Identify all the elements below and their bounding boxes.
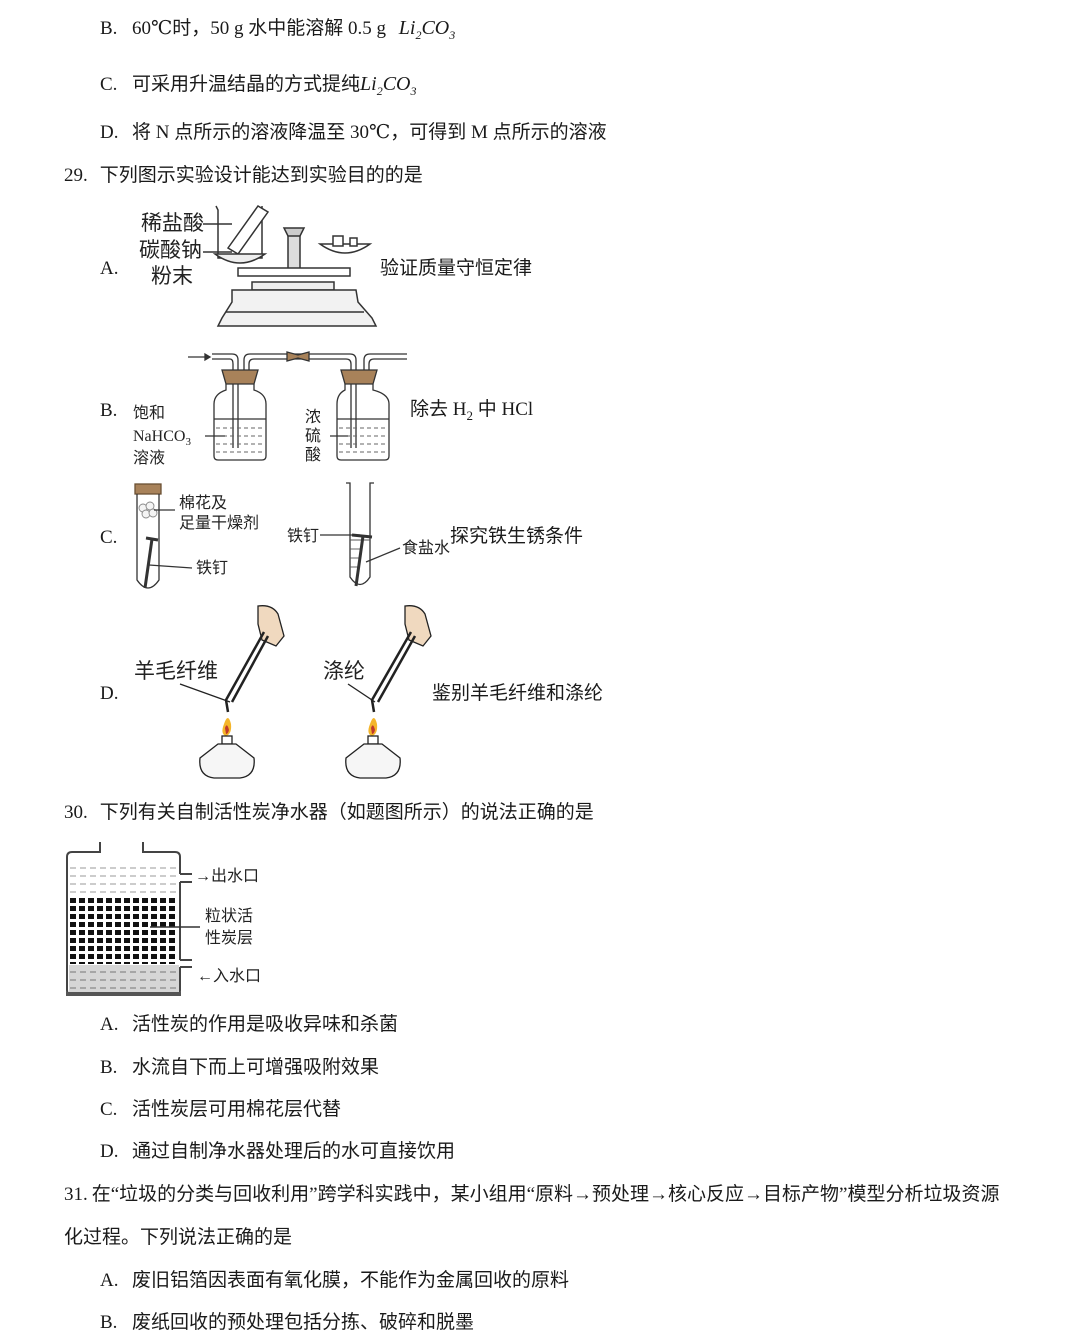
q29-option-c-letter: C. (100, 527, 118, 548)
label-sulfuric: 硫 (305, 428, 322, 445)
q30-option-d: D.通过自制净水器处理后的水可直接饮用 (100, 1141, 456, 1162)
question-text: 下列有关自制活性炭净水器（如题图所示）的说法正确的是 (99, 802, 594, 823)
formula-li2co3: Li2CO3 (360, 73, 417, 98)
q29-option-b-letter: B. (100, 400, 118, 421)
label-solution: 溶液 (133, 450, 166, 467)
q29-option-d-letter: D. (100, 683, 119, 704)
label-carbon-layer: 性炭层 (205, 930, 254, 947)
label-powder: 粉末 (151, 264, 193, 288)
label-wool-fiber: 羊毛纤维 (134, 659, 218, 683)
q31-option-a: A.废旧铝箔因表面有氧化膜，不能作为金属回收的原料 (100, 1270, 570, 1291)
label-acid: 酸 (305, 447, 322, 464)
label-dilute-hcl: 稀盐酸 (141, 211, 204, 235)
q28-option-d: D. 将 N 点所示的溶液降温至 30℃，可得到 M 点所示的溶液 (100, 122, 607, 144)
label-desiccant: 足量干燥剂 (179, 515, 260, 532)
option-letter: D. (100, 122, 119, 143)
label-polyester: 涤纶 (323, 659, 365, 683)
q28-option-b: B. 60℃时，50 g 水中能溶解 0.5 g Li2CO3 (100, 17, 455, 46)
option-text: 将 N 点所示的溶液降温至 30℃，可得到 M 点所示的溶液 (132, 122, 607, 143)
label-cotton: 棉花及 (179, 495, 228, 512)
option-text: 60℃时，50 g 水中能溶解 0.5 g (132, 18, 387, 39)
q28-option-c: C. 可采用升温结晶的方式提纯Li2CO3 (100, 73, 417, 102)
q29-option-c-purpose: 探究铁生锈条件 (450, 526, 584, 547)
label-conc: 浓 (305, 409, 322, 426)
option-letter: C. (100, 74, 118, 95)
question-number: 30. (64, 802, 88, 823)
label-saturated: 饱和 (133, 405, 166, 422)
q29-stem: 29. 下列图示实验设计能达到实验目的的是 (64, 165, 423, 187)
q31-stem-line1: 31.在“垃圾的分类与回收利用”跨学科实践中，某小组用“原料→预处理→核心反应→… (64, 1184, 1000, 1206)
label-sodium-carbonate: 碳酸钠 (139, 238, 202, 262)
q30-option-a: A.活性炭的作用是吸收异味和杀菌 (100, 1014, 399, 1035)
q29-option-a-letter: A. (100, 258, 119, 279)
option-text: 可采用升温结晶的方式提纯 (132, 74, 361, 95)
option-letter: B. (100, 18, 118, 39)
q30-stem: 30. 下列有关自制活性炭净水器（如题图所示）的说法正确的是 (64, 802, 594, 824)
label-salt-water: 食盐水 (402, 540, 451, 557)
label-nahco3: NaHCO3 (133, 428, 191, 449)
q31-option-b: B.废纸回收的预处理包括分拣、破碎和脱墨 (100, 1312, 475, 1333)
question-number: 29. (64, 165, 88, 186)
question-number: 31. (64, 1184, 88, 1205)
label-iron-nail-left: 铁钉 (196, 560, 229, 577)
q30-option-c: C.活性炭层可用棉花层代替 (100, 1099, 342, 1120)
q29-option-b-purpose: 除去 H2 中 HCl (410, 399, 534, 423)
label-granular-carbon: 粒状活 (205, 908, 254, 925)
question-text: 下列图示实验设计能达到实验目的的是 (99, 165, 423, 186)
question-text: 在“垃圾的分类与回收利用”跨学科实践中，某小组用“原料→预处理→核心反应→目标产… (91, 1184, 1000, 1205)
q31-stem-line2: 化过程。下列说法正确的是 (64, 1227, 293, 1248)
formula-li2co3: Li2CO3 (398, 17, 456, 42)
q30-option-b: B.水流自下而上可增强吸附效果 (100, 1057, 380, 1078)
label-water-inlet: ←入水口 (197, 968, 262, 985)
label-water-outlet: →出水口 (195, 868, 260, 885)
q29-option-d-purpose: 鉴别羊毛纤维和涤纶 (432, 683, 604, 704)
q29-option-a-purpose: 验证质量守恒定律 (380, 258, 533, 279)
label-iron-nail-right: 铁钉 (287, 528, 320, 545)
